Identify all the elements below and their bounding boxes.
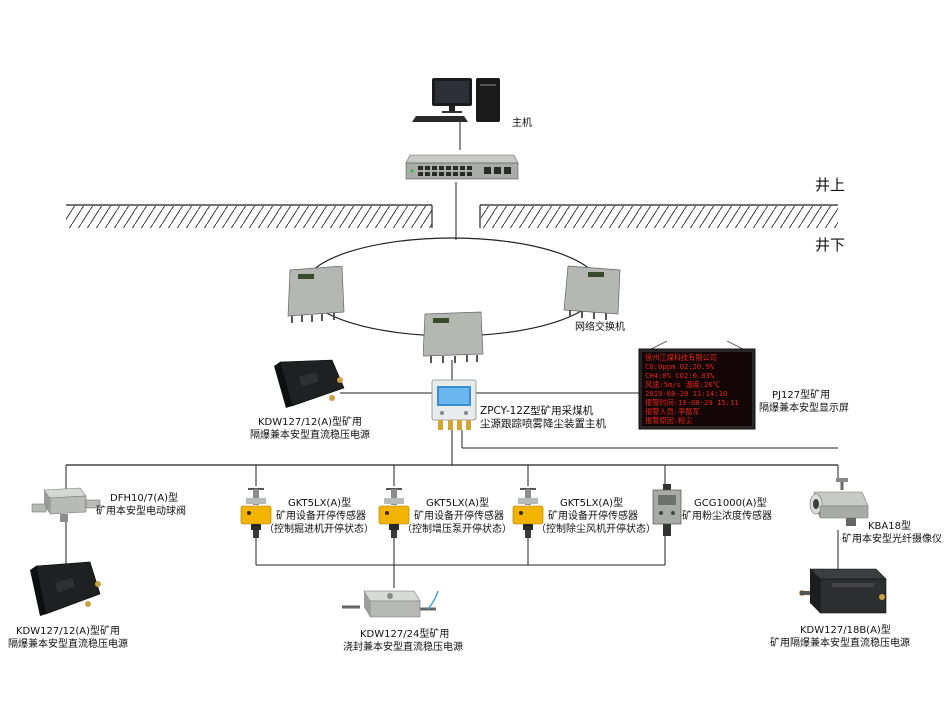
network-switch-left-icon <box>287 266 345 323</box>
valve-label-line1: DFH10/7(A)型 <box>110 493 179 504</box>
led-line-1: 徐州江煤科技有限公司 <box>645 353 717 362</box>
led-line-3: CH4:0% CO2:0.03% <box>645 371 715 380</box>
psu-bottom-center-icon <box>342 590 439 618</box>
display-label-line1: PJ127型矿用 <box>772 390 831 401</box>
led-line-7: 报警人员:李磊军 <box>645 407 700 416</box>
psu-right-label-line1: KDW127/18B(A)型 <box>800 625 891 636</box>
led-line-6: 报警时间:19-08-29 15:11 <box>645 398 739 407</box>
host-computer-icon <box>412 78 500 122</box>
on-off-sensor-1-icon <box>240 488 272 538</box>
led-line-4: 风速:5m/s 温度:26℃ <box>645 380 720 389</box>
sensor1-label-line2: 矿用设备开停传感器 <box>276 511 366 522</box>
psu-top-left-label-line1: KDW127/12(A)型矿用 <box>258 417 362 428</box>
electric-ball-valve-icon <box>31 487 101 522</box>
psu-left-label-line1: KDW127/12(A)型矿用 <box>16 626 120 637</box>
aboveground-label: 井上 <box>815 176 846 194</box>
psu-top-left-label-line2: 隔爆兼本安型直流稳压电源 <box>250 430 370 441</box>
psu-center-label-line2: 浇封兼本安型直流稳压电源 <box>343 642 463 653</box>
display-label-line2: 隔爆兼本安型显示屏 <box>759 403 849 414</box>
sensor2-label-line2: 矿用设备开停传感器 <box>414 511 504 522</box>
camera-label-line2: 矿用本安型光纤摄像仪 <box>842 534 942 545</box>
main-controller-icon <box>431 379 477 430</box>
fiber-camera-icon <box>809 478 869 526</box>
sensor1-label-line1: GKT5LX(A)型 <box>288 498 352 509</box>
underground-label: 井下 <box>815 236 846 254</box>
sensor1-label-line3: （控制掘进机开停状态） <box>264 524 374 535</box>
valve-label-line2: 矿用本安型电动球阀 <box>96 506 186 517</box>
psu-bottom-right-icon <box>799 568 887 614</box>
network-switch-center-icon <box>423 311 484 363</box>
led-line-8: 报警原因:粉尘 <box>645 416 692 425</box>
on-off-sensor-2-icon <box>378 488 410 538</box>
main-controller-label-line1: ZPCY-12Z型矿用采煤机 <box>480 405 594 417</box>
psu-top-left-icon <box>274 359 345 408</box>
sensor3-label-line3: （控制除尘风机开停状态） <box>536 524 656 535</box>
network-switch-right-icon <box>563 265 621 320</box>
ground-surface <box>66 204 838 228</box>
sensor2-label-line1: GKT5LX(A)型 <box>426 498 490 509</box>
dust-sensor-label-line1: GCG1000(A)型 <box>694 498 767 509</box>
led-line-5: 2019-08-20 11:14:10 <box>645 389 727 398</box>
main-controller-label-line2: 尘源跟踪喷雾降尘装置主机 <box>480 418 606 430</box>
dust-sensor-label-line2: 矿用粉尘浓度传感器 <box>682 511 772 522</box>
on-off-sensor-3-icon <box>512 488 544 538</box>
camera-label-line1: KBA18型 <box>868 521 911 532</box>
sensor3-label-line2: 矿用设备开停传感器 <box>548 511 638 522</box>
psu-bottom-left-icon <box>30 561 101 616</box>
dust-sensor-icon <box>652 484 682 536</box>
network-switch-label: 网络交换机 <box>575 322 625 333</box>
led-line-2: CO:0ppm O2:20.9% <box>645 362 715 371</box>
led-display-screen: 徐州江煤科技有限公司 CO:0ppm O2:20.9% CH4:0% CO2:0… <box>638 341 756 430</box>
psu-center-label-line1: KDW127/24型矿用 <box>360 629 450 640</box>
host-label: 主机 <box>512 118 532 129</box>
psu-left-label-line2: 隔爆兼本安型直流稳压电源 <box>8 639 128 650</box>
psu-right-label-line2: 矿用隔爆兼本安型直流稳压电源 <box>770 638 910 649</box>
sensor3-label-line1: GKT5LX(A)型 <box>560 498 624 509</box>
sensor2-label-line3: （控制增压泵开停状态） <box>402 524 512 535</box>
ethernet-switch-icon <box>405 154 519 180</box>
